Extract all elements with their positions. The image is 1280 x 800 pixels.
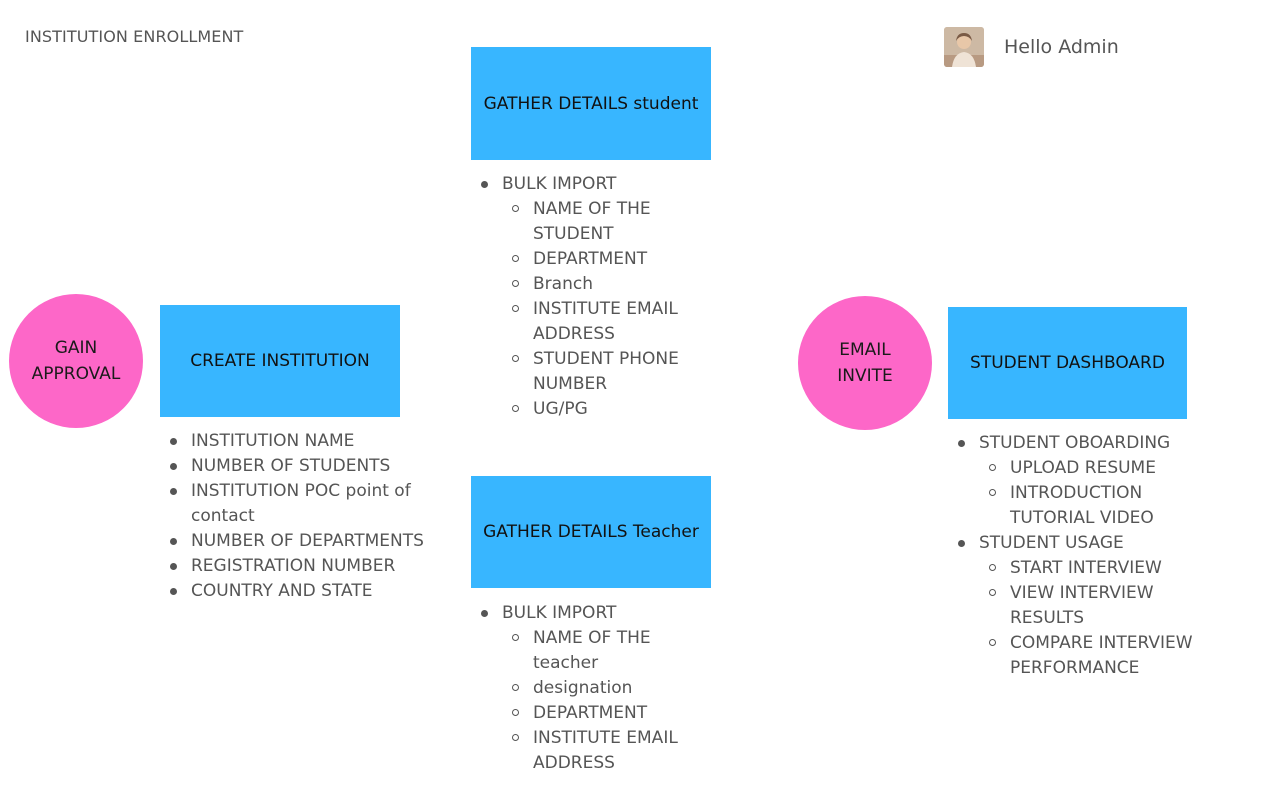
list-item: COUNTRY AND STATE	[160, 579, 460, 604]
gather-student-node: GATHER DETAILS student	[471, 47, 711, 160]
list-item: INSTITUTE EMAIL ADDRESS	[502, 726, 707, 776]
bulk-import-label: BULK IMPORT	[502, 174, 617, 194]
list-item: COMPARE INTERVIEW PERFORMANCE	[979, 631, 1219, 681]
gain-approval-node: GAIN APPROVAL	[9, 294, 143, 428]
dashboard-group-label: STUDENT USAGE	[979, 533, 1124, 553]
create-institution-node: CREATE INSTITUTION	[160, 305, 400, 417]
bulk-import-label: BULK IMPORT	[502, 603, 617, 623]
list-item: INSTITUTION POC point of contact	[160, 479, 460, 529]
list-item: Branch	[502, 272, 707, 297]
list-item: NAME OF THE STUDENT	[502, 197, 707, 247]
create-institution-label: CREATE INSTITUTION	[190, 351, 370, 371]
user-avatar-icon	[944, 27, 984, 67]
list-item: STUDENT PHONE NUMBER	[502, 347, 707, 397]
list-item: DEPARTMENT	[502, 701, 707, 726]
list-item: INSTITUTE EMAIL ADDRESS	[502, 297, 707, 347]
list-item: NAME OF THE teacher	[502, 626, 707, 676]
list-item: NUMBER OF DEPARTMENTS	[160, 529, 460, 554]
gather-student-label: GATHER DETAILS student	[483, 93, 699, 114]
student-dashboard-label: STUDENT DASHBOARD	[970, 353, 1165, 373]
list-item: designation	[502, 676, 707, 701]
email-invite-label-2: INVITE	[837, 366, 893, 386]
email-invite-node: EMAIL INVITE	[798, 296, 932, 430]
list-item: START INTERVIEW	[979, 556, 1219, 581]
dashboard-group-label: STUDENT OBOARDING	[979, 433, 1171, 453]
list-item: INTRODUCTION TUTORIAL VIDEO	[979, 481, 1219, 531]
list-item: REGISTRATION NUMBER	[160, 554, 460, 579]
list-item: VIEW INTERVIEW RESULTS	[979, 581, 1219, 631]
list-item: UG/PG	[502, 397, 707, 422]
gain-approval-label-1: GAIN	[54, 338, 98, 358]
gather-teacher-node: GATHER DETAILS Teacher	[471, 476, 711, 588]
avatar[interactable]	[944, 27, 984, 67]
greeting-text: Hello Admin	[1004, 36, 1119, 58]
list-item: NUMBER OF STUDENTS	[160, 454, 460, 479]
email-invite-label-1: EMAIL	[839, 340, 891, 360]
user-header: Hello Admin	[944, 27, 1119, 67]
student-dashboard-node: STUDENT DASHBOARD	[948, 307, 1187, 419]
gather-teacher-label: GATHER DETAILS Teacher	[483, 522, 699, 542]
page-title: INSTITUTION ENROLLMENT	[25, 27, 244, 46]
list-item: INSTITUTION NAME	[160, 429, 460, 454]
list-item: UPLOAD RESUME	[979, 456, 1219, 481]
list-item: DEPARTMENT	[502, 247, 707, 272]
gain-approval-label-2: APPROVAL	[31, 364, 121, 384]
